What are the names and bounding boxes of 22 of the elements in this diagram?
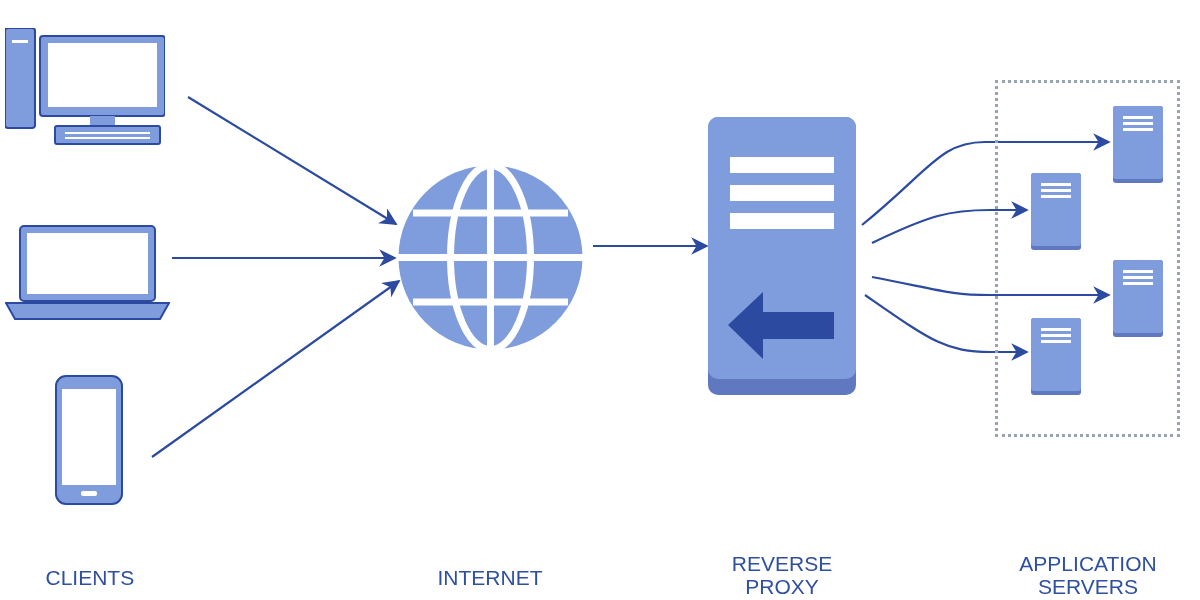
server-icon: [1113, 260, 1163, 337]
server-icon: [1031, 318, 1081, 395]
server-icon: [1031, 173, 1081, 250]
smartphone-icon: [55, 375, 123, 505]
arrow: [593, 237, 709, 255]
arrow: [172, 249, 397, 267]
proxy-server-icon: [708, 117, 856, 395]
section-label: INTERNET: [437, 566, 543, 589]
arrow: [871, 201, 1029, 244]
section-label: REVERSE PROXY: [730, 552, 834, 598]
arrow: [871, 275, 1111, 304]
globe-icon: [398, 165, 583, 350]
arrow: [864, 294, 1029, 361]
arrow: [187, 96, 398, 225]
dotted-group-boundary: [995, 80, 1180, 437]
section-label: CLIENTS: [45, 566, 135, 589]
desktop-computer-icon: [5, 28, 165, 148]
arrow: [151, 280, 401, 458]
server-icon: [1113, 106, 1163, 183]
laptop-icon: [5, 225, 170, 320]
section-label: APPLICATION SERVERS: [1018, 552, 1158, 598]
arrow: [861, 133, 1111, 226]
